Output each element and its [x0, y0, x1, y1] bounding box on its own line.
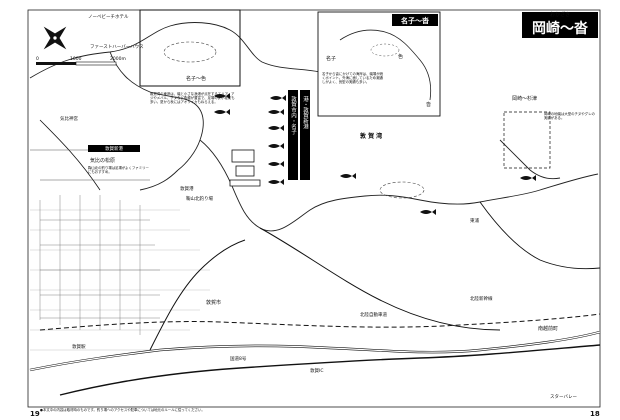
label-tsuruga-ic: 敦賀IC: [310, 367, 323, 374]
fish-icon: [268, 143, 284, 149]
scale-end: 2000m: [110, 56, 126, 62]
label-mihama-area: 鞠山北釣り場: [186, 195, 213, 202]
inset-place-iro: 色: [398, 53, 403, 60]
page-number-left: 19: [30, 410, 40, 418]
vertical-tab-left-box: [288, 90, 298, 180]
fish-icon: [420, 209, 436, 215]
label-star-valley: スターバレー: [550, 393, 577, 400]
inset-place-kutsu: 沓: [426, 101, 431, 108]
vertical-tab-left: 敦賀市内・名子: [290, 95, 297, 135]
label-shinkansen: 北陸新幹線: [470, 295, 493, 302]
railway-line: [39, 313, 601, 331]
inset-caption: 名子から沓にかけての海岸は、磯場が続くポイント。外海に面しているため潮通しがよく…: [322, 72, 383, 84]
fish-icon: [214, 93, 230, 99]
label-novotel: ノーベビーチホテル: [88, 13, 129, 20]
vertical-tab-right: 港・敦賀新港: [302, 95, 309, 131]
fish-icon: [268, 125, 284, 131]
fish-icon: [268, 109, 284, 115]
fish-icon: [268, 179, 284, 185]
scale-zero: 0: [36, 56, 39, 62]
fish-markers: [214, 93, 536, 215]
scale-mid: 1000: [70, 56, 82, 62]
okazaki-note: 岡崎の地磯は大型のチヌやグレの実績がある。: [544, 112, 595, 120]
inset-title: 名子〜沓: [401, 16, 430, 25]
inset-spot: [370, 43, 400, 57]
fishing-spot-ellipse: [163, 41, 217, 63]
label-higashiura: 東浦: [470, 217, 479, 224]
fishing-spot-ellipse-2: [379, 181, 425, 199]
okazaki-focus-area: [503, 111, 551, 169]
fish-icon: [520, 175, 536, 181]
inset-frame: [317, 11, 441, 117]
label-tsuruga-bay: 敦 賀 湾: [360, 132, 382, 140]
page-title: 岡崎〜沓: [532, 20, 589, 37]
footer-note: ●本文中の内容は取材時のものです。釣り場へのアクセスや駐車については地元のルール…: [40, 408, 205, 412]
fish-icon: [268, 161, 284, 167]
vertical-tab-right-box: [300, 90, 310, 180]
label-kehi: 気比神宮: [60, 115, 78, 122]
label-hokuriku-exp: 北陸自動車道: [360, 311, 387, 318]
roads: [29, 119, 601, 396]
title-ruby: おかざき: [550, 11, 570, 18]
inset-coast: [339, 29, 432, 101]
label-minamiechizen: 南越前町: [538, 325, 558, 332]
label-route8: 国道8号: [230, 355, 247, 362]
label-okazaki: 岡崎〜杉津: [512, 95, 537, 102]
city-blocks: [39, 195, 160, 335]
scale-bar: [36, 61, 117, 66]
inset-title-box: [392, 14, 438, 26]
title-box: [522, 12, 598, 38]
inset-place-myoshi: 名子: [326, 55, 336, 62]
label-tsuruga-city: 敦賀市: [206, 299, 221, 306]
label-tsuruga-port: 敦賀港: [180, 185, 194, 192]
label-nanakuma: 名子〜色: [186, 75, 206, 82]
page-number-right: 18: [590, 410, 600, 418]
label-kehi-pine: 気比の松原: [90, 157, 115, 164]
map-frame: [27, 9, 601, 408]
highlight-box: [139, 9, 241, 87]
harbor-piers: [229, 149, 261, 187]
fish-icon: [270, 95, 286, 101]
note-tag-box: [88, 145, 140, 152]
harbor-note: 鞠山北の釣り場は足場がよくファミリーにもおすすめ。: [88, 166, 149, 174]
note-tag: 敦賀新港: [105, 145, 123, 152]
fish-icon: [340, 173, 356, 179]
label-station: 敦賀駅: [72, 343, 86, 350]
fish-icon: [214, 109, 230, 115]
main-note: 敦賀湾の東岸は、磯と小さな漁港が点在するエリア。アジやメバル、チヌなど魚種が豊富…: [150, 92, 235, 104]
compass-rose-icon: [43, 26, 67, 50]
label-first-house: ファーストハーバーハウス: [90, 43, 144, 50]
